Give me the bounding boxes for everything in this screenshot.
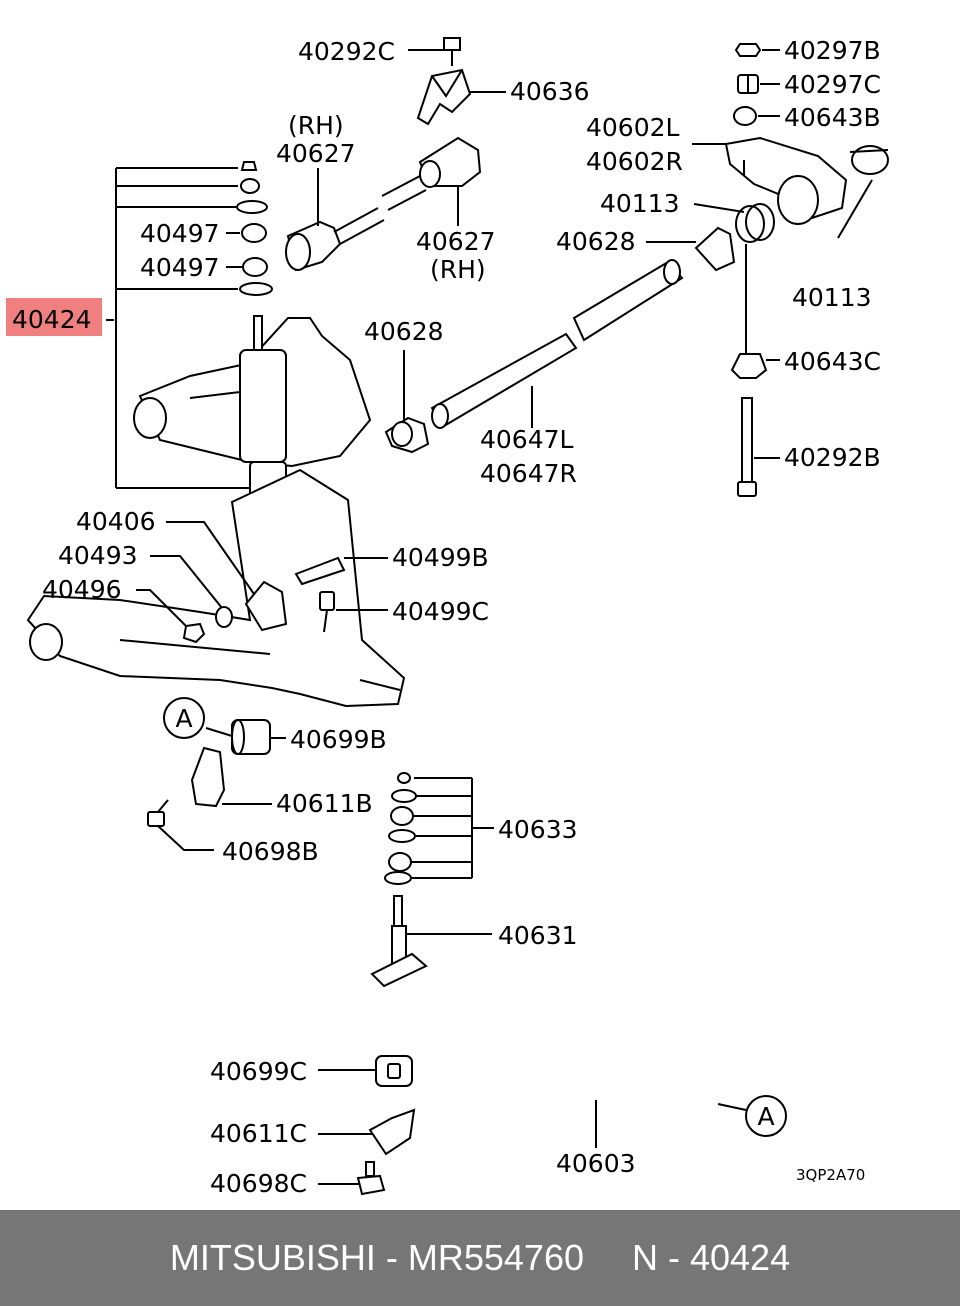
label-40603[interactable]: 40603 bbox=[556, 1149, 636, 1178]
bushing-40113-drawing bbox=[735, 203, 775, 243]
label-40647R[interactable]: 40647R bbox=[480, 459, 577, 488]
upper-arm-40602-drawing bbox=[724, 136, 889, 225]
label-40627-top[interactable]: 40627 bbox=[276, 139, 356, 168]
label-40497-upper[interactable]: 40497 bbox=[140, 219, 220, 248]
label-40636[interactable]: 40636 bbox=[510, 77, 590, 106]
label-40627-bottom[interactable]: 40627 bbox=[416, 227, 496, 256]
label-40297B[interactable]: 40297B bbox=[784, 36, 881, 65]
nut-40297C-drawing bbox=[737, 74, 759, 94]
label-40699C[interactable]: 40699C bbox=[210, 1057, 307, 1086]
label-40499B[interactable]: 40499B bbox=[392, 543, 489, 572]
diagram-code: 3QP2A70 bbox=[796, 1166, 865, 1184]
label-40633[interactable]: 40633 bbox=[498, 815, 578, 844]
label-40292C[interactable]: 40292C bbox=[298, 37, 395, 66]
clamp-40611C-drawing bbox=[368, 1108, 416, 1156]
footer-ref: N - 40424 bbox=[632, 1237, 791, 1278]
label-40643B[interactable]: 40643B bbox=[784, 103, 881, 132]
label-40631[interactable]: 40631 bbox=[498, 921, 578, 950]
label-40628-right[interactable]: 40628 bbox=[556, 227, 636, 256]
label-40699B[interactable]: 40699B bbox=[290, 725, 387, 754]
label-40113-top[interactable]: 40113 bbox=[600, 189, 680, 218]
label-40499C[interactable]: 40499C bbox=[392, 597, 489, 626]
lower-arm-frame-drawing bbox=[26, 468, 406, 708]
bushing-40699B-drawing bbox=[231, 719, 271, 755]
bolt-40292B-drawing bbox=[737, 397, 757, 497]
link-40631-drawing bbox=[370, 895, 428, 988]
boot-40627-left-drawing bbox=[285, 207, 385, 272]
label-40424[interactable]: 40424 bbox=[12, 305, 92, 334]
bolt-40292C-drawing bbox=[443, 37, 461, 66]
label-40493[interactable]: 40493 bbox=[58, 541, 138, 570]
label-40496[interactable]: 40496 bbox=[42, 575, 122, 604]
boot-40627-right-drawing bbox=[381, 136, 482, 211]
label-40406[interactable]: 40406 bbox=[76, 507, 156, 536]
shock-mount-parts-drawing bbox=[236, 161, 273, 296]
label-40611C[interactable]: 40611C bbox=[210, 1119, 307, 1148]
callout-a-top: A bbox=[163, 697, 205, 739]
stabilizer-bar-40603-drawing bbox=[59, 737, 721, 1105]
label-40113-bottom[interactable]: 40113 bbox=[792, 283, 872, 312]
label-40292B[interactable]: 40292B bbox=[784, 443, 881, 472]
footer-bar: MITSUBISHI - MR554760 N - 40424 bbox=[0, 1210, 960, 1306]
label-40497-lower[interactable]: 40497 bbox=[140, 253, 220, 282]
label-40698B[interactable]: 40698B bbox=[222, 837, 319, 866]
bushing-40699C-drawing bbox=[375, 1055, 413, 1087]
parts-diagram: A A 40292C 40636 40297B 40297C 40643B (R… bbox=[6, 36, 889, 1198]
part-labels: 40292C 40636 40297B 40297C 40643B (RH) 4… bbox=[12, 36, 881, 1198]
bolt-40698B-drawing bbox=[147, 799, 169, 827]
label-rh-top: (RH) bbox=[288, 111, 344, 140]
washer-40643B-drawing bbox=[733, 106, 757, 126]
nut-40297B-drawing bbox=[734, 43, 762, 57]
label-40611B[interactable]: 40611B bbox=[276, 789, 373, 818]
label-40643C[interactable]: 40643C bbox=[784, 347, 881, 376]
leader-lines bbox=[115, 49, 873, 1185]
boot-40628-left-drawing bbox=[384, 416, 430, 454]
boot-40628-right-drawing bbox=[694, 226, 736, 272]
label-40602L[interactable]: 40602L bbox=[586, 113, 680, 142]
cup-40643C-drawing bbox=[730, 353, 768, 379]
label-40297C[interactable]: 40297C bbox=[784, 70, 881, 99]
bracket-40406-drawing bbox=[182, 556, 346, 644]
highlight-40424 bbox=[6, 298, 102, 336]
label-rh-bottom: (RH) bbox=[430, 255, 486, 284]
callout-a-bottom: A bbox=[745, 1095, 787, 1137]
callout-a-bottom-text: A bbox=[757, 1102, 774, 1131]
callout-a-top-text: A bbox=[175, 704, 192, 733]
clamp-40611B-drawing bbox=[190, 746, 226, 808]
footer-brand-part: MITSUBISHI - MR554760 bbox=[169, 1237, 584, 1278]
label-40698C[interactable]: 40698C bbox=[210, 1169, 307, 1198]
bracket-40636-drawing bbox=[416, 68, 472, 126]
washer-stack-40633-drawing bbox=[384, 772, 417, 885]
bolt-40698C-drawing bbox=[356, 1161, 386, 1196]
label-40628-left[interactable]: 40628 bbox=[364, 317, 444, 346]
label-40647L[interactable]: 40647L bbox=[480, 425, 574, 454]
label-40602R[interactable]: 40602R bbox=[586, 147, 683, 176]
shaft-40647-drawing bbox=[430, 259, 684, 429]
